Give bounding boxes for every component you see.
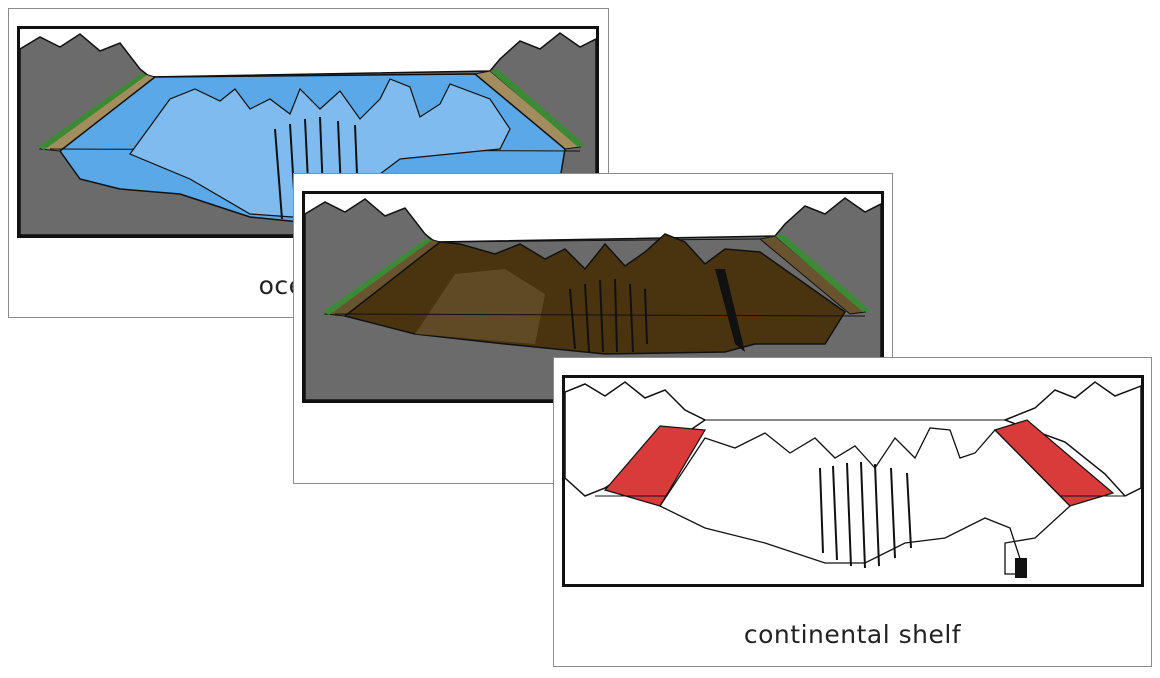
card-oceanic: oceanic — [8, 8, 609, 318]
card-continental-shelf: continental shelf — [553, 357, 1152, 667]
ocean-illustration-water — [17, 26, 599, 238]
card-label-continental-shelf: continental shelf — [743, 620, 962, 649]
continental-shelf-drawing — [565, 378, 1141, 584]
ocean-illustration-shelf — [562, 375, 1144, 587]
